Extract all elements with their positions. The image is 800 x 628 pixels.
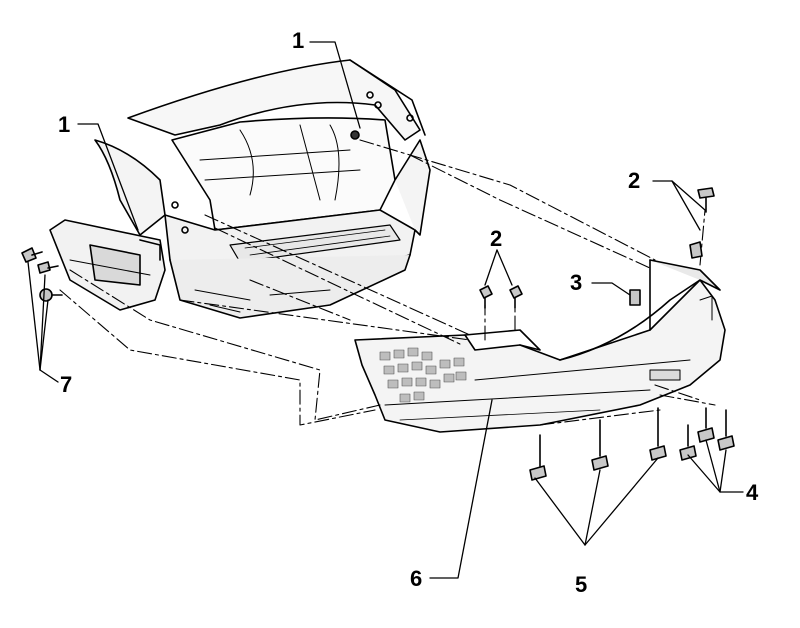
- assembly-leader-lines: [59, 139, 716, 426]
- callout-1-top: 1: [292, 28, 305, 53]
- fastener-bolts-left: [21, 247, 63, 302]
- left-side-guide-bracket: [49, 219, 166, 311]
- rear-bumper-cover: [354, 259, 726, 433]
- callout-5: 5: [575, 572, 588, 597]
- fastener-screws-bottom: [529, 407, 667, 481]
- fastener-bolts-top: [479, 187, 715, 309]
- callout-leaders: [27, 41, 744, 579]
- callout-1-left: 1: [58, 112, 71, 137]
- callout-2-mid: 2: [490, 226, 503, 251]
- fastener-clips-right: [679, 407, 735, 461]
- callout-7: 7: [60, 372, 73, 397]
- callout-4: 4: [746, 480, 759, 505]
- callout-2-right: 2: [628, 168, 641, 193]
- callout-6: 6: [410, 566, 423, 591]
- callout-3: 3: [570, 270, 583, 295]
